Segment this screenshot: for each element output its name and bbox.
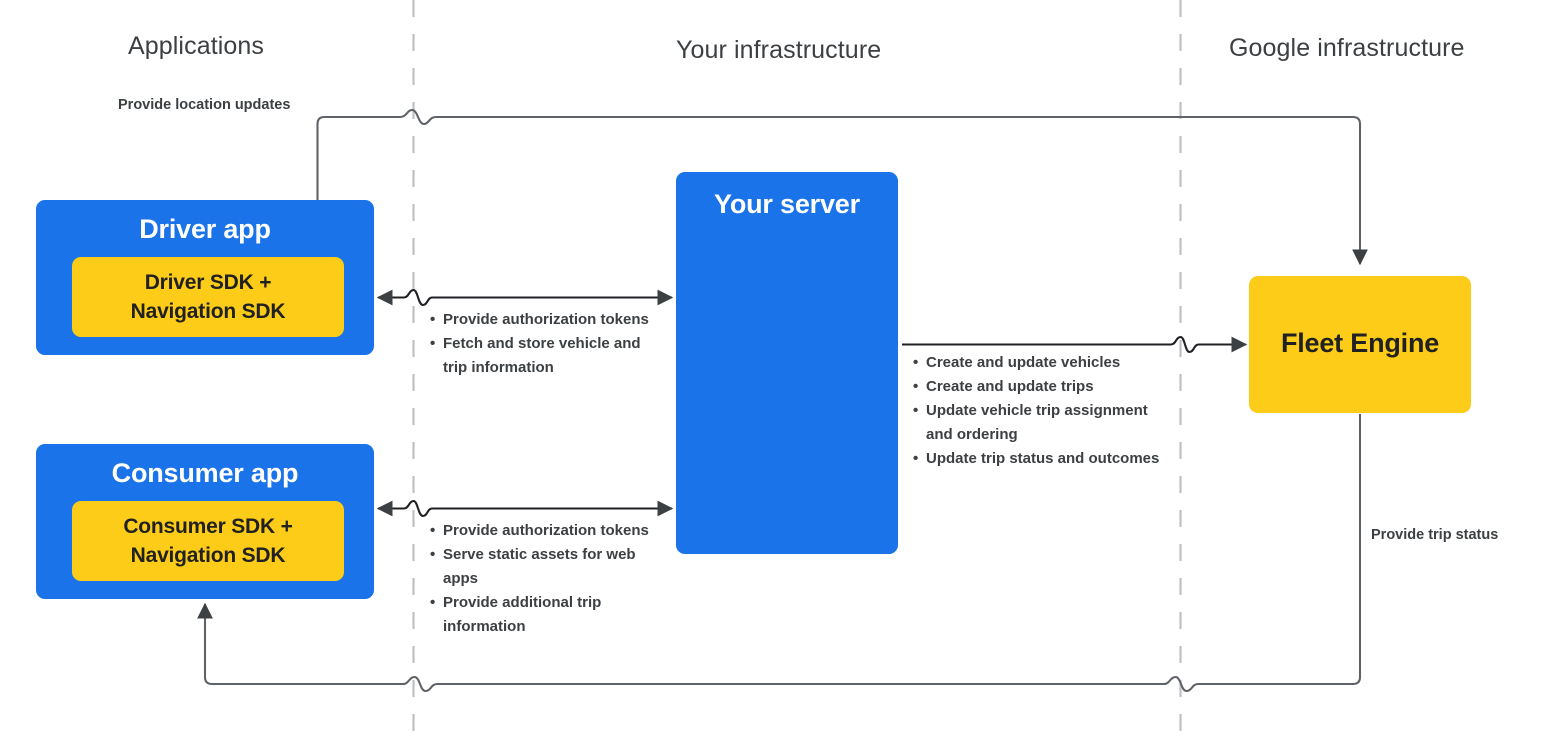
wire-consumer-server — [376, 499, 674, 518]
column-header-google-infrastructure: Google infrastructure — [1229, 34, 1465, 62]
bullet-list-consumer-server: Provide authorization tokens Serve stati… — [430, 519, 662, 639]
node-fleet-engine-title: Fleet Engine — [1280, 328, 1440, 358]
list-item: Update trip status and outcomes — [913, 447, 1161, 471]
column-header-applications: Applications — [128, 32, 265, 60]
node-consumer-sdk[interactable]: Consumer SDK + Navigation SDK — [72, 501, 344, 581]
node-your-server-title: Your server — [714, 189, 860, 219]
node-driver-sdk-line1: Driver SDK + — [144, 271, 272, 294]
edge-bullets-consumer-server: Provide authorization tokens Serve stati… — [430, 519, 662, 639]
list-item: Provide authorization tokens — [430, 308, 662, 332]
node-driver-sdk[interactable]: Driver SDK + Navigation SDK — [72, 257, 344, 337]
edge-bullets-driver-server: Provide authorization tokens Fetch and s… — [430, 308, 662, 380]
wire-driver-server — [376, 288, 674, 307]
list-item: Fetch and store vehicle and trip informa… — [430, 332, 662, 380]
node-consumer-sdk-line1: Consumer SDK + — [123, 515, 293, 538]
node-driver-sdk-line2: Navigation SDK — [130, 300, 286, 323]
list-item: Update vehicle trip assignment and order… — [913, 399, 1161, 447]
list-item: Serve static assets for web apps — [430, 543, 662, 591]
node-your-server[interactable]: Your server — [676, 172, 898, 554]
bullet-list-driver-server: Provide authorization tokens Fetch and s… — [430, 308, 662, 380]
node-driver-app-title: Driver app — [139, 214, 271, 244]
list-item: Provide authorization tokens — [430, 519, 662, 543]
node-driver-app[interactable]: Driver app Driver SDK + Navigation SDK — [36, 200, 374, 355]
bullet-list-server-fleet: Create and update vehicles Create and up… — [913, 351, 1161, 471]
list-item: Provide additional trip information — [430, 591, 662, 639]
node-consumer-app[interactable]: Consumer app Consumer SDK + Navigation S… — [36, 444, 374, 599]
wire-server-fleet — [902, 335, 1248, 354]
node-fleet-engine[interactable]: Fleet Engine — [1249, 276, 1471, 413]
column-header-your-infrastructure: Your infrastructure — [676, 36, 882, 64]
node-consumer-app-title: Consumer app — [111, 458, 299, 488]
list-item: Create and update trips — [913, 375, 1161, 399]
edge-label-trip-status: Provide trip status — [1371, 527, 1499, 543]
node-consumer-sdk-line2: Navigation SDK — [130, 544, 286, 567]
edge-bullets-server-fleet: Create and update vehicles Create and up… — [913, 351, 1161, 471]
edge-label-location-updates: Provide location updates — [118, 97, 291, 113]
list-item: Create and update vehicles — [913, 351, 1161, 375]
